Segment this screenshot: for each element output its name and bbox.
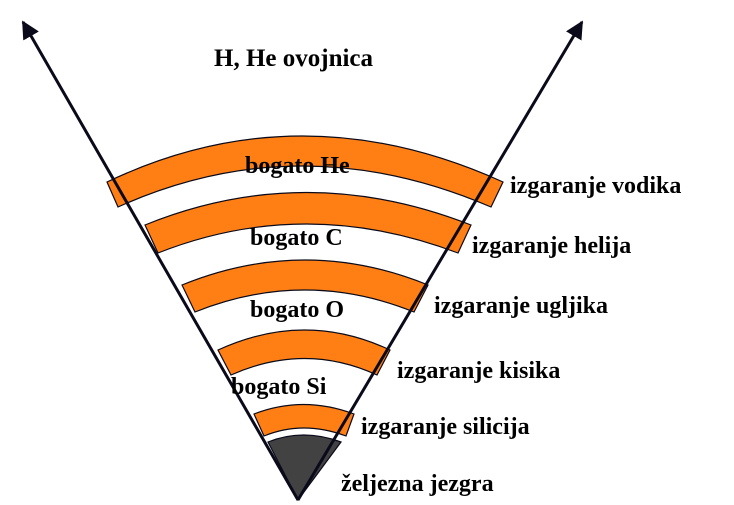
carbon-burning-shell	[181, 259, 429, 313]
envelope-label: H, He ovojnica	[214, 45, 374, 72]
hydrogen-burning-shell	[106, 135, 504, 208]
shell-label-carbon: izgaranje ugljika	[434, 293, 608, 319]
core-label: željezna jezgra	[341, 471, 494, 497]
iron-core	[267, 434, 342, 502]
silicon-burning-shell	[253, 403, 355, 437]
oxygen-burning-shell	[217, 329, 391, 376]
left-boundary-arrow	[21, 20, 300, 501]
shell-label-hydrogen: izgaranje vodika	[510, 173, 681, 199]
shell-label-oxygen: izgaranje kisika	[397, 358, 560, 384]
right-boundary-arrow	[296, 20, 584, 501]
zone-label-o: bogato O	[250, 297, 344, 323]
shell-label-silicon: izgaranje silicija	[361, 414, 530, 440]
zone-label-he: bogato He	[245, 153, 350, 179]
shell-label-helium: izgaranje helija	[472, 233, 631, 259]
zone-label-si: bogato Si	[231, 374, 327, 400]
helium-burning-shell	[144, 191, 472, 254]
zone-label-c: bogato C	[250, 225, 343, 251]
